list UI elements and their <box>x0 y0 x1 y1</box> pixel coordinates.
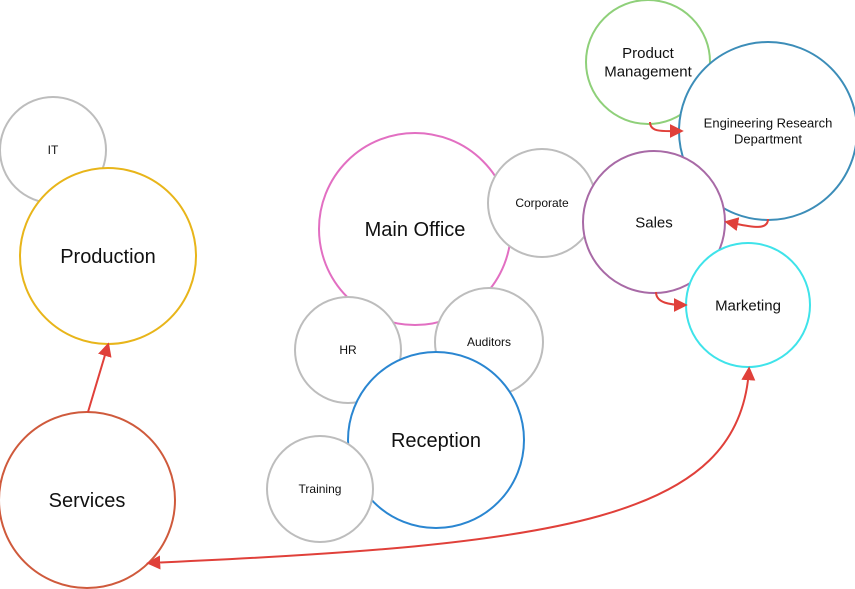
node-label-line: Corporate <box>515 196 569 210</box>
node-label-it: IT <box>48 143 59 157</box>
edges-layer <box>87 121 769 570</box>
node-label-line: HR <box>339 343 357 357</box>
edge-sales-to-marketing <box>655 291 688 312</box>
node-label-line: Services <box>49 490 126 512</box>
node-label-sales: Sales <box>635 214 673 231</box>
edge-product-management-to-engineering <box>649 121 684 139</box>
node-label-line: Main Office <box>365 219 466 241</box>
node-label-line: Production <box>60 246 156 268</box>
node-label-line: Sales <box>635 214 673 231</box>
node-label-main-office: Main Office <box>365 219 466 241</box>
edge-marketing-to-services <box>146 366 756 570</box>
node-label-reception: Reception <box>391 430 481 452</box>
edge-engineering-to-sales <box>724 217 769 231</box>
node-circle-product-management[interactable] <box>585 0 711 125</box>
node-label-line: Reception <box>391 430 481 452</box>
node-label-corporate: Corporate <box>515 196 569 210</box>
edge-services-to-production <box>87 342 112 413</box>
node-label-training: Training <box>299 482 342 496</box>
node-label-auditors: Auditors <box>467 335 511 349</box>
node-label-line: Management <box>604 64 692 81</box>
node-label-line: Auditors <box>467 335 511 349</box>
node-label-hr: HR <box>339 343 357 357</box>
node-label-line: IT <box>48 143 59 157</box>
node-label-line: Training <box>299 482 342 496</box>
node-label-line: Marketing <box>715 297 781 314</box>
node-label-line: Product <box>622 45 675 62</box>
node-label-services: Services <box>49 490 126 512</box>
node-label-line: Engineering Research <box>704 115 833 130</box>
node-label-line: Department <box>734 132 802 147</box>
node-label-production: Production <box>60 246 156 268</box>
node-label-marketing: Marketing <box>715 297 781 314</box>
